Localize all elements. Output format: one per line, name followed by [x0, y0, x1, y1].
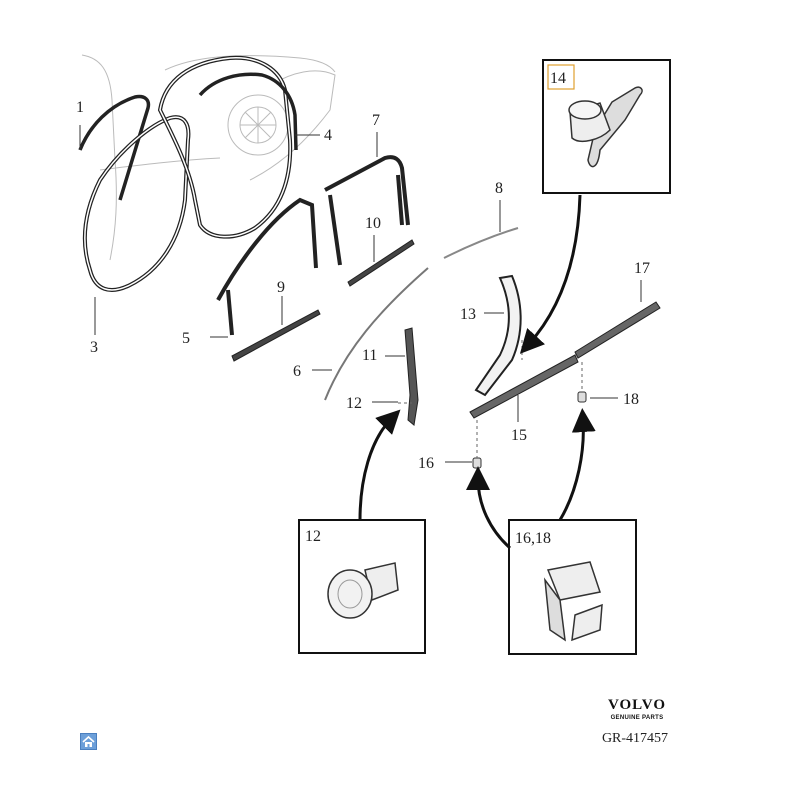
box-12-label: 12	[305, 528, 321, 545]
box-14-label: 14	[550, 70, 566, 87]
detail-box-14[interactable]: 14	[542, 59, 671, 194]
box-16-18-label: 16,18	[515, 530, 551, 547]
part-7-window-channel[interactable]	[324, 155, 410, 266]
part-17-moulding[interactable]	[574, 301, 661, 359]
callout-6: 6	[293, 363, 301, 380]
callout-7: 7	[372, 112, 380, 129]
genuine-parts-label: GENUINE PARTS	[610, 715, 664, 721]
part-11-trim[interactable]	[404, 327, 419, 426]
part-18-clip[interactable]	[577, 391, 587, 403]
part-13-cover[interactable]	[474, 274, 522, 397]
volvo-logo: VOLVO	[607, 697, 667, 713]
callout-18: 18	[623, 391, 639, 408]
part-6-trim[interactable]	[324, 267, 429, 401]
clip-14-illustration	[568, 86, 643, 168]
callout-3: 3	[90, 339, 98, 356]
detail-box-16-18[interactable]: 16,18	[508, 519, 637, 655]
part-4-door-seal[interactable]	[157, 55, 293, 239]
detail-box-12[interactable]: 12	[298, 519, 426, 654]
clip-16-18-illustration	[543, 561, 603, 642]
clip-12-illustration	[327, 562, 399, 619]
callout-4: 4	[324, 127, 332, 144]
callout-13: 13	[460, 306, 476, 323]
dashed-guides	[398, 340, 583, 458]
callout-8: 8	[495, 180, 503, 197]
part-10-strip[interactable]	[347, 239, 415, 287]
part-1-door-seal[interactable]	[78, 94, 151, 201]
callout-16: 16	[418, 455, 434, 472]
callout-5: 5	[182, 330, 190, 347]
callout-9: 9	[277, 279, 285, 296]
callout-10: 10	[365, 215, 381, 232]
leader-lines	[79, 125, 642, 463]
part-5-window-seal[interactable]	[216, 197, 318, 336]
part-8-trim[interactable]	[443, 227, 519, 259]
part-16-clip[interactable]	[472, 457, 482, 469]
part-9-strip[interactable]	[231, 309, 321, 362]
callout-11: 11	[362, 347, 377, 364]
home-button[interactable]	[80, 733, 97, 750]
callout-1: 1	[76, 99, 84, 116]
callout-12: 12	[346, 395, 362, 412]
home-icon	[82, 735, 95, 747]
pointer-arrows	[358, 194, 596, 550]
part-15-moulding[interactable]	[469, 354, 579, 419]
callout-17: 17	[634, 260, 650, 277]
callout-15: 15	[511, 427, 527, 444]
reference-number: GR-417457	[601, 731, 669, 746]
